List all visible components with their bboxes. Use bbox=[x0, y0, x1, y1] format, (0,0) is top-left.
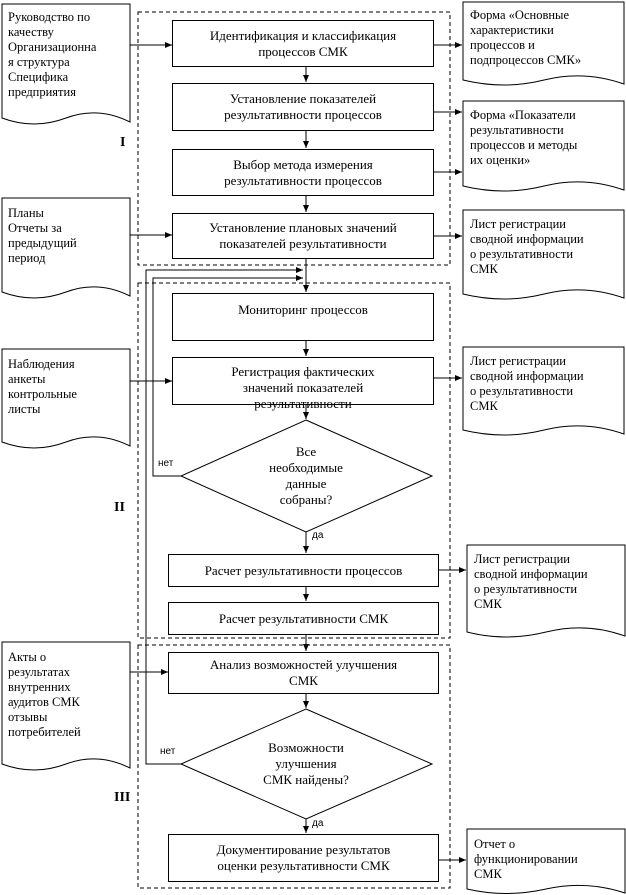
step-method: Выбор метода измерения результативности … bbox=[172, 149, 434, 196]
decision-data-collected: Все необходимые данные собраны? bbox=[269, 444, 343, 507]
decision-2-yes-label: да bbox=[312, 818, 324, 829]
input-doc-3: Наблюдения анкеты контрольные листы bbox=[8, 357, 77, 416]
input-doc-2-shape bbox=[1, 197, 131, 299]
output-doc-3-shape bbox=[462, 209, 625, 300]
decision-improvements-found: Возможности улучшения СМК найдены? bbox=[263, 740, 349, 787]
output-doc-2: Форма «Показатели результативности проце… bbox=[470, 108, 578, 167]
input-doc-4: Акты о результатах внутренних аудитов СМ… bbox=[8, 650, 81, 739]
output-doc-5-shape bbox=[466, 544, 626, 638]
output-doc-3: Лист регистрации сводной информации о ре… bbox=[470, 217, 584, 276]
stage-frame-3 bbox=[137, 644, 451, 889]
output-doc-4-shape bbox=[462, 346, 625, 436]
output-doc-6: Отчет о функционировании СМК bbox=[474, 837, 578, 881]
stage-frame-2 bbox=[137, 282, 451, 639]
output-doc-5: Лист регистрации сводной информации о ре… bbox=[474, 552, 588, 611]
output-doc-4: Лист регистрации сводной информации о ре… bbox=[470, 354, 584, 413]
step-registration: Регистрация фактических значений показат… bbox=[172, 357, 434, 411]
step-qms-calc: Расчет результативности СМК bbox=[168, 602, 439, 635]
step-identification: Идентификация и классификация процессов … bbox=[172, 20, 434, 67]
step-documenting: Документирование результатов оценки резу… bbox=[168, 834, 439, 882]
step-monitoring: Мониторинг процессов bbox=[172, 293, 434, 341]
input-doc-4-shape bbox=[1, 641, 131, 771]
step-planned-values: Установление плановых значений показател… bbox=[172, 213, 434, 259]
output-doc-1: Форма «Основные характеристики процессов… bbox=[470, 8, 582, 67]
stage-label-1: I bbox=[120, 135, 126, 150]
input-doc-2: Планы Отчеты за предыдущий период bbox=[8, 206, 77, 265]
output-doc-2-shape bbox=[462, 100, 625, 192]
step-improvement-analysis: Анализ возможностей улучшения СМК bbox=[168, 652, 439, 694]
stage-label-2: II bbox=[114, 500, 125, 515]
input-doc-1: Руководство по качеству Организационна я… bbox=[8, 10, 97, 99]
stage-label-3: III bbox=[114, 790, 131, 805]
step-process-calc: Расчет результативности процессов bbox=[168, 554, 439, 587]
step-indicators: Установление показателей результативност… bbox=[172, 83, 434, 131]
input-doc-1-shape bbox=[1, 3, 131, 125]
decision-1-yes-label: да bbox=[312, 530, 324, 541]
stage-frame-1 bbox=[137, 11, 451, 266]
output-doc-6-shape bbox=[466, 828, 626, 894]
decision-1-no-label: нет bbox=[158, 458, 174, 469]
output-doc-1-shape bbox=[462, 1, 625, 86]
input-doc-3-shape bbox=[1, 348, 131, 449]
decision-2-no-label: нет bbox=[160, 746, 176, 757]
